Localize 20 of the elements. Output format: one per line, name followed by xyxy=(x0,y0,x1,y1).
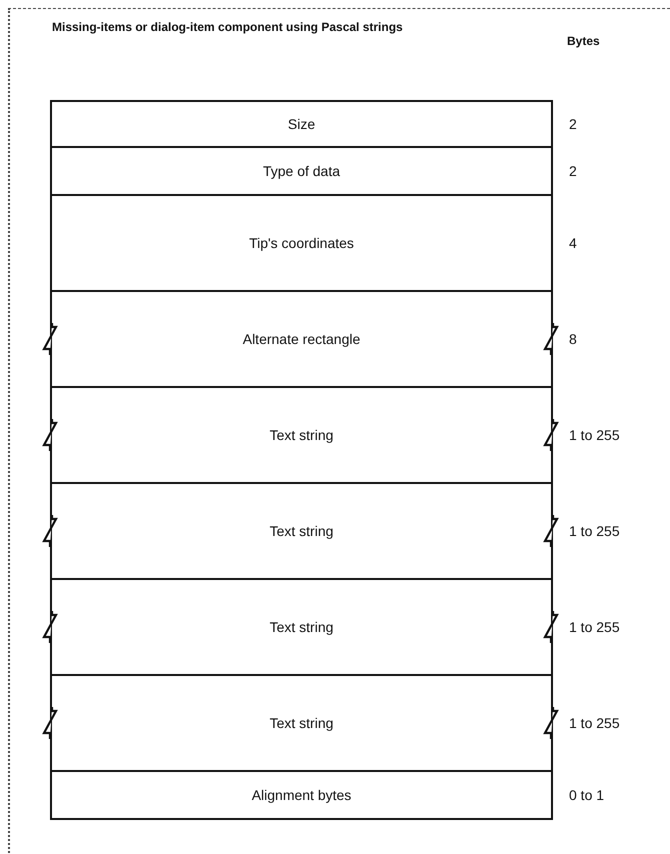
byte-count: 1 to 255 xyxy=(569,715,620,731)
diagram-title: Missing-items or dialog-item component using Pascal strings xyxy=(52,20,404,34)
field-name: Text string xyxy=(270,619,334,635)
field-name: Text string xyxy=(270,715,334,731)
field-name: Alignment bytes xyxy=(252,787,352,803)
field-name: Text string xyxy=(270,427,334,443)
byte-count: 1 to 255 xyxy=(569,523,620,539)
field-name: Text string xyxy=(270,523,334,539)
column-heading: Bytes xyxy=(567,34,600,48)
field-name: Size xyxy=(288,116,316,132)
byte-count: 0 to 1 xyxy=(569,787,604,803)
byte-count: 4 xyxy=(569,235,577,251)
byte-count: 8 xyxy=(569,331,577,347)
field-name: Alternate rectangle xyxy=(242,331,360,347)
field-name: Type of data xyxy=(262,163,340,179)
byte-count: 2 xyxy=(569,163,577,179)
byte-count: 1 to 255 xyxy=(569,619,620,635)
byte-count: 1 to 255 xyxy=(569,427,620,443)
byte-count: 2 xyxy=(569,116,577,132)
field-name: Tip's coordinates xyxy=(249,235,354,251)
